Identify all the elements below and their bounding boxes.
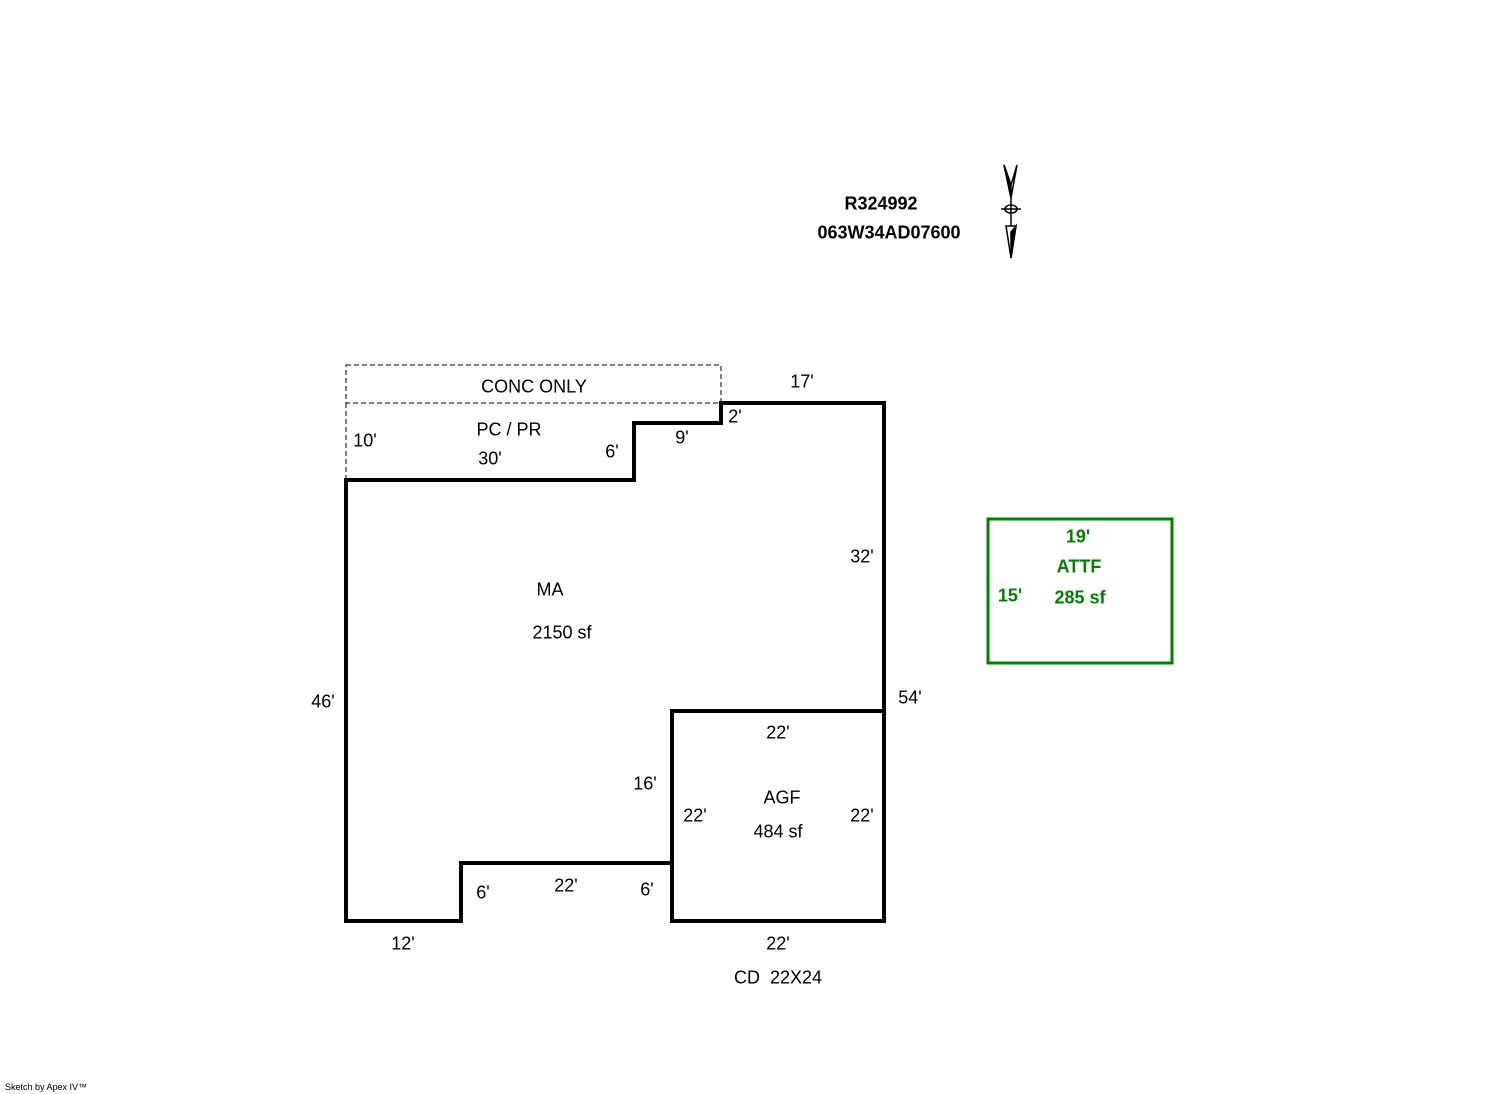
main-label: MA bbox=[536, 579, 564, 600]
north-arrow-icon bbox=[1001, 164, 1021, 259]
dim-label: 6' bbox=[640, 879, 654, 900]
dim-label: 30' bbox=[478, 448, 502, 469]
dim-label: 54' bbox=[898, 687, 922, 708]
dim-label: 6' bbox=[476, 882, 490, 903]
dim-label: 2' bbox=[728, 406, 742, 427]
account-number: R324992 bbox=[844, 193, 918, 214]
dim-label: 6' bbox=[605, 441, 619, 462]
map-tax-lot: 063W34AD07600 bbox=[817, 222, 961, 243]
main-area-outline bbox=[344, 401, 886, 923]
garage-outline bbox=[670, 709, 884, 863]
attf-area: 285 sf bbox=[1054, 587, 1106, 608]
dim-label: 22' bbox=[850, 805, 874, 826]
attf-outline bbox=[986, 517, 1174, 665]
garage-area: 484 sf bbox=[753, 821, 803, 842]
dim-label: 22' bbox=[766, 933, 790, 954]
garage-label: AGF bbox=[763, 787, 801, 808]
attf-height: 15' bbox=[997, 585, 1023, 606]
dim-label: 22' bbox=[683, 805, 707, 826]
dim-label: 46' bbox=[311, 691, 335, 712]
cd-note: CD 22X24 bbox=[733, 967, 823, 988]
dim-label: 16' bbox=[633, 773, 657, 794]
attf-label: ATTF bbox=[1056, 556, 1102, 577]
dim-label: 17' bbox=[790, 371, 814, 392]
conc-only-area bbox=[345, 364, 722, 404]
conc-only-label: CONC ONLY bbox=[481, 376, 587, 397]
footer-credit: Sketch by Apex IV™ bbox=[5, 1082, 88, 1092]
dim-label: 22' bbox=[766, 722, 790, 743]
attf-width: 19' bbox=[1065, 526, 1091, 547]
dim-label: 10' bbox=[353, 430, 377, 451]
main-area: 2150 sf bbox=[532, 622, 592, 643]
dim-label: 12' bbox=[391, 933, 415, 954]
dim-label: 9' bbox=[675, 427, 689, 448]
dim-label: 32' bbox=[850, 546, 874, 567]
dim-label: 22' bbox=[554, 875, 578, 896]
porch-label: PC / PR bbox=[476, 419, 542, 440]
